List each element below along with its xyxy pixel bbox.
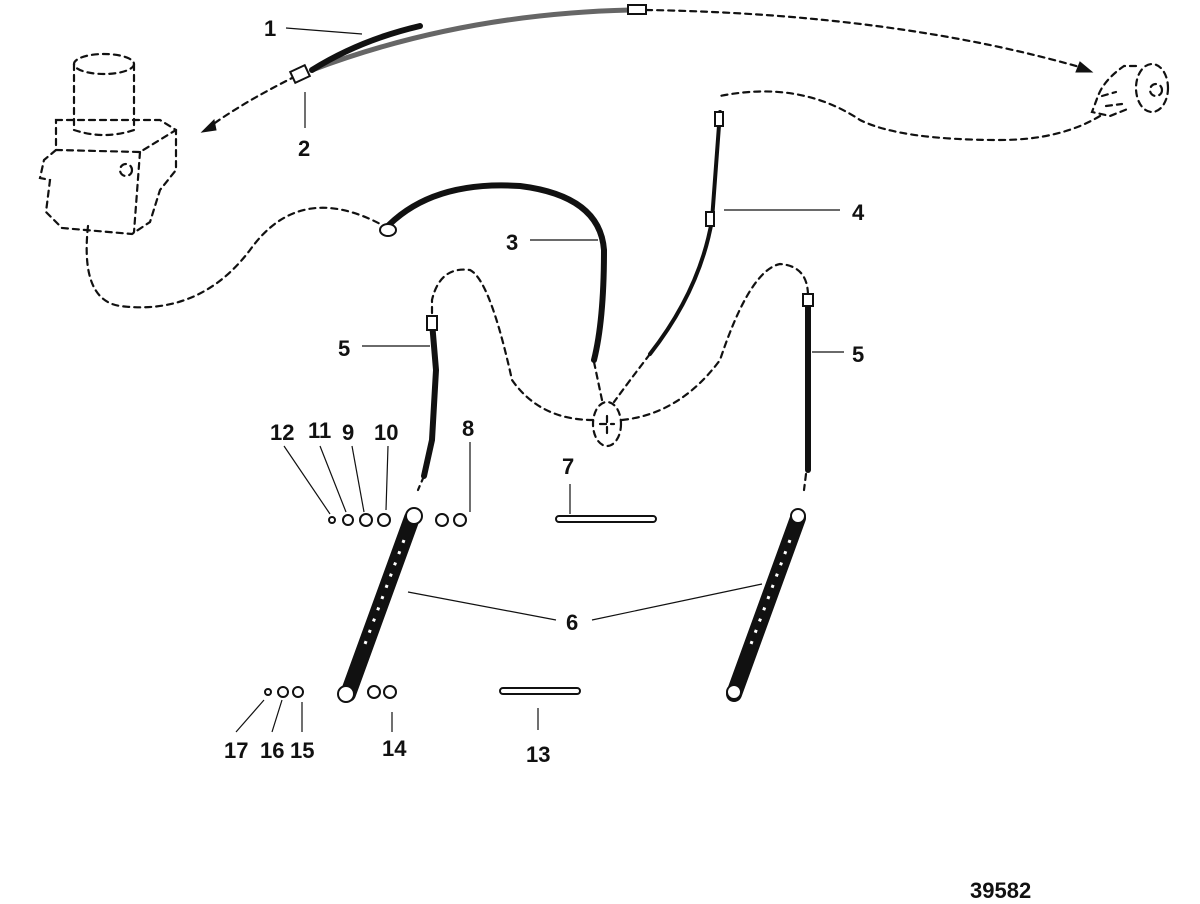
callout-16: 16	[260, 738, 284, 763]
callout-17: 17	[224, 738, 248, 763]
callout-13: 13	[526, 742, 550, 767]
callout-3: 3	[506, 230, 518, 255]
fitting-2	[288, 63, 312, 85]
callout-9: 9	[342, 420, 354, 445]
callout-7: 7	[562, 454, 574, 479]
callout-11: 11	[308, 418, 331, 443]
hose-4	[612, 90, 1102, 404]
leader-lines	[235, 27, 844, 733]
callouts: 1 2 3 4 5 5 6 7 8 9 10 11 12 13 14 15 16…	[224, 16, 865, 767]
hose-5-right	[620, 262, 814, 492]
callout-15: 15	[290, 738, 314, 763]
callout-5-left: 5	[338, 336, 350, 361]
hose-3	[85, 182, 608, 402]
hose-5-left	[416, 268, 595, 492]
tee-fitting	[591, 400, 623, 448]
callout-14: 14	[382, 736, 407, 761]
pump-motor-assembly	[38, 52, 178, 236]
callout-5-right: 5	[852, 342, 864, 367]
callout-12: 12	[270, 420, 294, 445]
hardware-upper	[328, 513, 467, 527]
cylinder-6-left	[337, 507, 423, 703]
callout-2: 2	[298, 136, 310, 161]
callout-10: 10	[374, 420, 398, 445]
pin-13	[499, 687, 581, 695]
pin-7	[555, 515, 657, 523]
figure-number: 39582	[970, 878, 1031, 903]
fitting-assembly-right	[1090, 62, 1170, 118]
callout-8: 8	[462, 416, 474, 441]
hardware-lower	[264, 685, 397, 699]
cylinder-6-right	[726, 508, 806, 702]
callout-4: 4	[852, 200, 865, 225]
callout-1: 1	[264, 16, 276, 41]
hose-1	[200, 4, 1094, 133]
callout-6: 6	[566, 610, 578, 635]
